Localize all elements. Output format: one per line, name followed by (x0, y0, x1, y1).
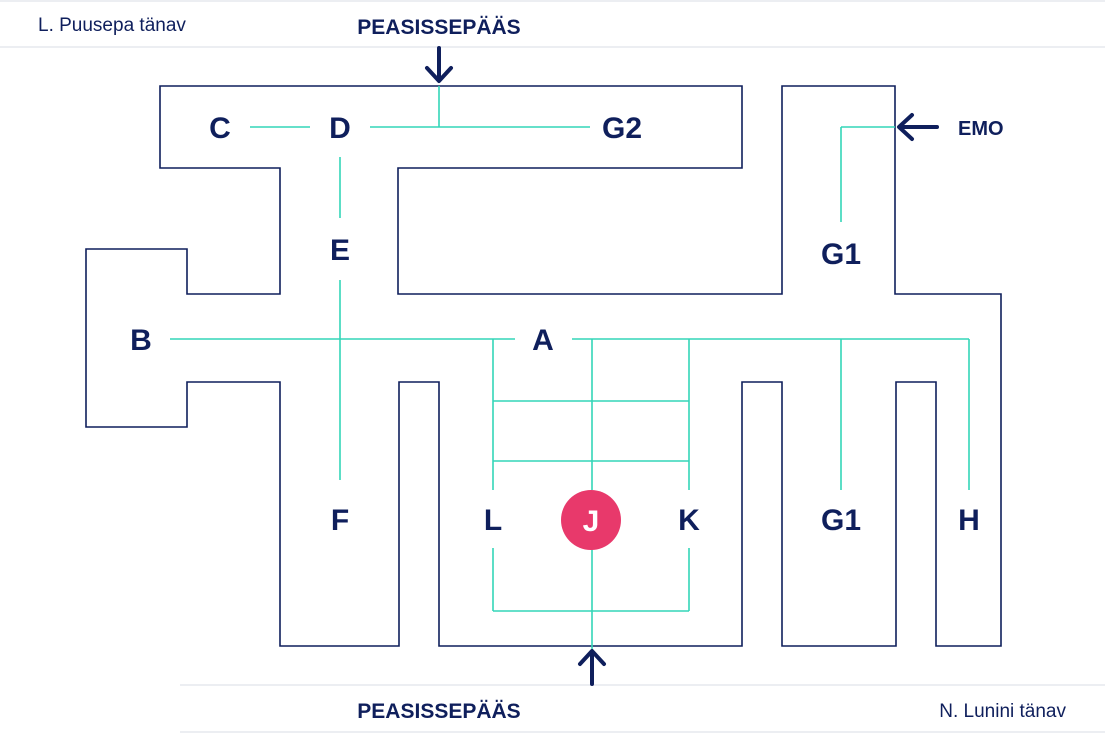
node-l[interactable]: L (484, 504, 502, 537)
building-main-outline (85, 85, 1002, 647)
node-g1-top[interactable]: G1 (821, 238, 861, 271)
arrow-up-icon (578, 649, 606, 686)
node-g2[interactable]: G2 (602, 112, 642, 145)
node-a[interactable]: A (532, 324, 554, 357)
node-b[interactable]: B (130, 324, 152, 357)
node-j[interactable]: J (583, 505, 600, 538)
entrance-label-emo: EMO (958, 118, 1004, 140)
node-f[interactable]: F (331, 504, 349, 537)
entrance-label-top: PEASISSEPÄÄS (357, 16, 520, 39)
route-network (170, 86, 970, 650)
node-g1-bottom[interactable]: G1 (821, 504, 861, 537)
node-e[interactable]: E (330, 234, 350, 267)
node-k[interactable]: K (678, 504, 700, 537)
node-h[interactable]: H (958, 504, 980, 537)
entrance-label-bottom: PEASISSEPÄÄS (357, 700, 520, 723)
street-label-bottom-right: N. Lunini tänav (939, 701, 1066, 722)
street-label-top-left: L. Puusepa tänav (38, 15, 186, 36)
node-d[interactable]: D (329, 112, 351, 145)
j-highlight-marker (561, 490, 621, 550)
node-c[interactable]: C (209, 112, 231, 145)
arrow-down-icon (425, 46, 453, 83)
arrow-left-icon (897, 113, 939, 141)
